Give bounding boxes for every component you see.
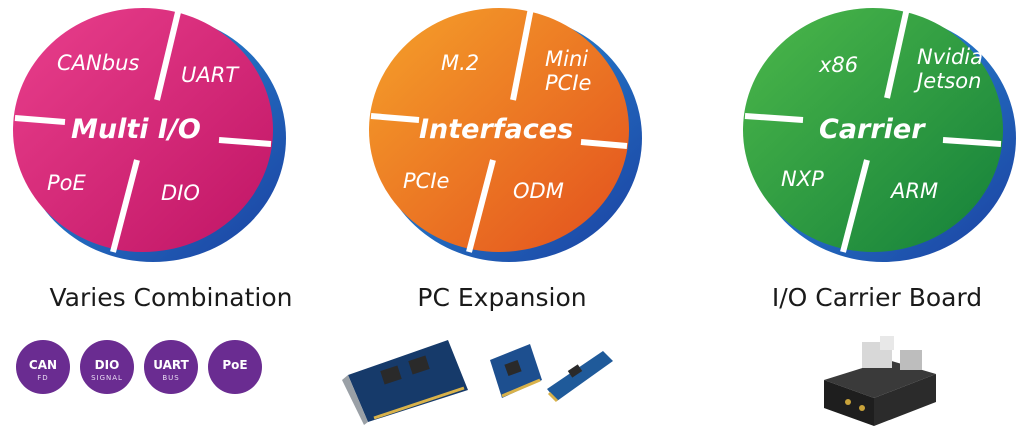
icon-subtext: FD: [37, 374, 49, 382]
segment-label: UART: [181, 63, 240, 87]
uart-icon: UART BUS: [144, 340, 198, 394]
m2-card-image: [547, 351, 613, 403]
segment-label: DIO: [161, 181, 200, 205]
segment-label: x86: [818, 53, 858, 77]
center-label: Multi I/O: [71, 114, 201, 145]
divider-horizontal: [218, 137, 272, 147]
caption-pc-expansion: PC Expansion: [417, 283, 587, 312]
icon-text: PoE: [222, 358, 248, 372]
caption-io-carrier-board: I/O Carrier Board: [771, 283, 983, 312]
mini-pcie-card-image: [490, 344, 542, 398]
segment-label: ARM: [889, 179, 938, 203]
disc-face: [743, 8, 1003, 252]
interface-icon-row: CAN FD DIO SIGNAL UART BUS PoE: [16, 340, 266, 400]
divider-horizontal: [580, 139, 628, 149]
segment-label: PCIe: [403, 169, 449, 193]
divider-vertical: [110, 159, 140, 253]
divider-horizontal: [744, 113, 804, 123]
pcie-card-image: [342, 340, 468, 425]
disc-face: [369, 8, 629, 252]
icon-text: DIO: [94, 358, 120, 372]
segment-label: M.2: [441, 51, 479, 75]
icon-text: UART: [153, 358, 189, 372]
divider-vertical: [884, 7, 910, 99]
segment-label-line: Nvidia: [917, 45, 983, 69]
segment-label-line: Jetson: [913, 69, 981, 93]
divider-vertical: [466, 159, 496, 253]
icon-subtext: SIGNAL: [91, 374, 123, 382]
center-label: Interfaces: [419, 114, 573, 145]
divider-vertical: [840, 159, 870, 253]
canfd-icon: CAN FD: [16, 340, 70, 394]
segment-label: PoE: [47, 171, 87, 195]
divider-vertical: [510, 7, 534, 101]
segment-label-line: Mini: [545, 47, 588, 71]
carrier-board-image: [824, 336, 936, 426]
segment-label-line: PCIe: [545, 71, 591, 95]
icon-text: CAN: [28, 358, 58, 372]
icon-subtext: BUS: [162, 374, 180, 382]
caption-varies-combination: Varies Combination: [49, 283, 293, 312]
divider-horizontal: [942, 137, 1002, 147]
divider-vertical: [154, 7, 182, 101]
segment-label: ODM: [513, 179, 564, 203]
disc-face: [13, 8, 273, 252]
disc-multi-io: CANbus UART PoE DIO Multi I/O: [13, 7, 286, 262]
center-label: Carrier: [819, 114, 926, 145]
divider-horizontal: [370, 113, 420, 123]
divider-horizontal: [14, 115, 66, 125]
dio-icon: DIO SIGNAL: [80, 340, 134, 394]
segment-label: CANbus: [57, 51, 139, 75]
segment-label: NXP: [781, 167, 824, 191]
poe-icon: PoE: [208, 340, 262, 394]
